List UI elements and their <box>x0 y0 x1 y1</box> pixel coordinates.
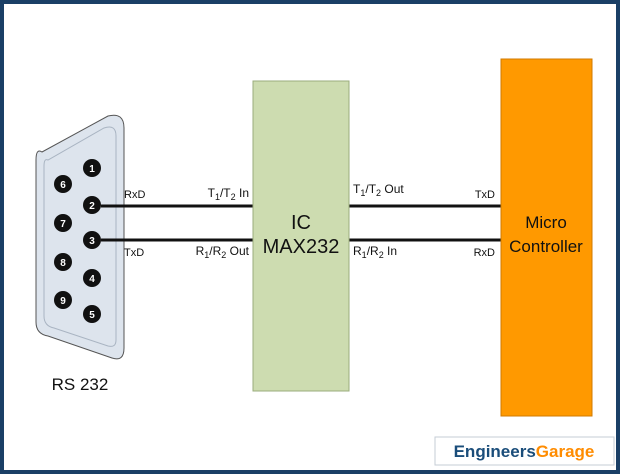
pin-9 <box>54 291 72 309</box>
ic-label-line1: IC <box>291 212 311 234</box>
rs232-connector: 1 2 3 4 5 6 7 8 9 <box>35 114 125 360</box>
pin-1-label: 1 <box>89 164 95 175</box>
ic-pin-label-t-in: T1/T2 In <box>208 186 249 202</box>
engineers-garage-watermark: EngineersGarage <box>434 436 615 466</box>
wire-label-txd-left: TxD <box>124 247 144 259</box>
ic-label-line2: MAX232 <box>263 236 340 258</box>
wire-label-rxd-right: RxD <box>474 247 495 259</box>
pin-2 <box>83 196 101 214</box>
ic-pin-label-r-out: R1/R2 Out <box>196 244 250 260</box>
mcu-label-line1: Micro <box>525 213 567 232</box>
pin-3 <box>83 231 101 249</box>
pin-8-label: 8 <box>60 258 66 269</box>
connector-inner <box>43 126 117 347</box>
ic-max232-box <box>252 80 350 392</box>
watermark-text: EngineersGarage <box>454 442 595 461</box>
pin-2-label: 2 <box>89 201 95 212</box>
connector-label: RS 232 <box>52 375 109 394</box>
ic-pin-label-t-out: T1/T2 Out <box>353 182 404 198</box>
pin-7-label: 7 <box>60 219 66 230</box>
watermark-box <box>434 436 615 466</box>
pin-5 <box>83 305 101 323</box>
pin-6 <box>54 175 72 193</box>
connector-shell <box>35 114 125 360</box>
pin-6-label: 6 <box>60 180 66 191</box>
pin-1 <box>83 159 101 177</box>
pin-5-label: 5 <box>89 310 95 321</box>
microcontroller-box <box>500 58 593 417</box>
pin-7 <box>54 214 72 232</box>
watermark-part2: Garage <box>536 442 595 461</box>
pin-9-label: 9 <box>60 296 66 307</box>
watermark-part1: Engineers <box>454 442 536 461</box>
wire-label-rxd-left: RxD <box>124 189 145 201</box>
pin-4-label: 4 <box>89 274 95 285</box>
pin-3-label: 3 <box>89 236 95 247</box>
wire-label-txd-right: TxD <box>475 189 495 201</box>
mcu-label-line2: Controller <box>509 237 583 256</box>
ic-pin-label-r-in: R1/R2 In <box>353 244 397 260</box>
pin-4 <box>83 269 101 287</box>
pin-8 <box>54 253 72 271</box>
